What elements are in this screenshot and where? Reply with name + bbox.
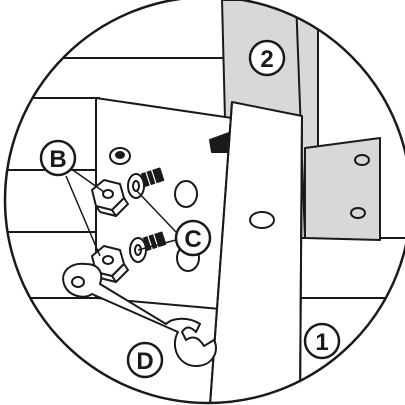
callout-1: 1 xyxy=(303,322,341,360)
callout-b: B xyxy=(39,139,77,177)
post-part-1 xyxy=(209,101,303,403)
bracket-tab xyxy=(304,137,381,241)
callout-b-label: B xyxy=(49,146,66,173)
callout-d-label: D xyxy=(136,348,153,375)
callout-c-leaders xyxy=(135,189,177,251)
callout-d: D xyxy=(126,341,164,379)
detail-circle-border xyxy=(3,0,405,405)
post-hole xyxy=(249,211,275,229)
upper-washer-icon xyxy=(127,173,145,199)
callout-c-label: C xyxy=(184,226,201,253)
tab-hole-upper xyxy=(354,154,370,166)
lower-hardware xyxy=(91,231,167,283)
upper-hardware xyxy=(91,167,165,217)
callout-2: 2 xyxy=(248,39,286,77)
upper-nut-icon xyxy=(91,179,129,217)
plate-hole-top xyxy=(109,147,131,165)
lower-nut-icon xyxy=(91,245,129,283)
callout-1-label: 1 xyxy=(315,329,328,356)
callout-2-label: 2 xyxy=(260,46,273,73)
plate-hole-upper xyxy=(174,180,198,208)
callout-c: C xyxy=(174,219,212,257)
open-end-wrench-icon xyxy=(62,262,217,367)
tab-hole-lower xyxy=(350,207,366,219)
callout-b-leaders xyxy=(65,167,105,257)
